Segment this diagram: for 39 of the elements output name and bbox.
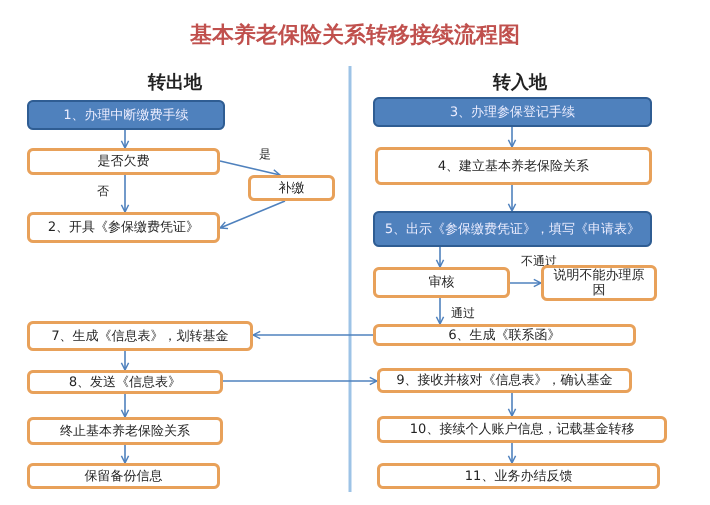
- column-heading: 转入地: [492, 71, 548, 94]
- step-box: 5、出示《参保缴费凭证》，填写《申请表》: [373, 211, 652, 247]
- arrow: [223, 376, 378, 386]
- arrow: [220, 160, 281, 178]
- process-box: 11、业务办结反馈: [377, 463, 660, 489]
- edge-label: 否: [96, 184, 110, 198]
- process-box: 保留备份信息: [27, 463, 220, 489]
- arrow: [508, 443, 516, 464]
- edge-label: 是: [258, 147, 272, 161]
- process-box: 是否欠费: [27, 148, 220, 175]
- process-box: 终止基本养老保险关系: [27, 417, 223, 445]
- process-box: 7、生成《信息表》，划转基金: [27, 321, 253, 351]
- process-box: 4、建立基本养老保险关系: [375, 147, 652, 185]
- process-box: 9、接收并核对《信息表》，确认基金: [377, 368, 632, 393]
- arrow: [508, 185, 516, 212]
- arrow: [508, 127, 516, 148]
- arrow: [120, 394, 130, 418]
- arrow: [508, 393, 516, 417]
- process-box: 2、开具《参保缴费凭证》: [27, 212, 220, 243]
- arrow: [436, 247, 444, 268]
- process-box: 补缴: [248, 175, 335, 201]
- process-box: 6、生成《联系函》: [373, 324, 636, 346]
- process-box: 说明不能办理原因: [541, 265, 657, 301]
- column-heading: 转出地: [146, 71, 203, 94]
- step-box: 1、办理中断缴费手续: [27, 100, 225, 130]
- arrow: [436, 298, 444, 325]
- arrow: [120, 351, 130, 371]
- arrow: [510, 278, 542, 288]
- arrow: [120, 130, 130, 149]
- edge-label: 通过: [450, 306, 476, 320]
- process-box: 审核: [373, 267, 510, 298]
- process-box: 10、接续个人账户信息，记载基金转移: [377, 416, 667, 443]
- process-box: 8、发送《信息表》: [27, 370, 223, 394]
- arrow: [120, 175, 130, 213]
- title: 基本养老保险关系转移接续流程图: [189, 21, 521, 50]
- arrow: [219, 200, 286, 230]
- arrow: [120, 445, 130, 464]
- arrow: [252, 330, 373, 340]
- step-box: 3、办理参保登记手续: [373, 97, 652, 127]
